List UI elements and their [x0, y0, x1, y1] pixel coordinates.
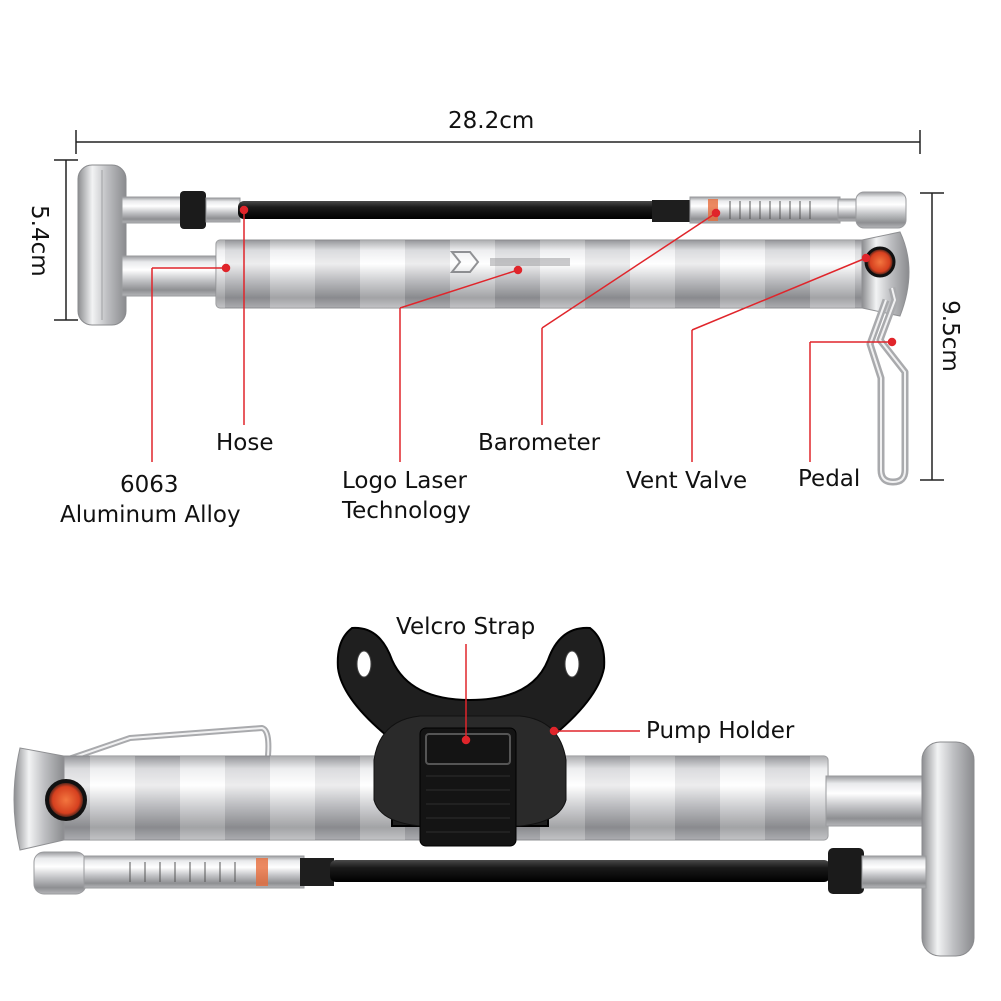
label-pedal: Pedal — [798, 466, 861, 492]
vent-valve-knob — [864, 246, 896, 278]
barometer-gauge-bottom — [83, 855, 305, 889]
dimension-5-4-line — [54, 159, 78, 321]
label-velcro-strap: Velcro Strap — [396, 614, 536, 640]
hose — [238, 201, 658, 219]
pedal — [866, 287, 909, 486]
laser-logo — [449, 251, 570, 273]
label-hose: Hose — [216, 430, 274, 456]
bottom-pump — [13, 626, 975, 957]
handle-cap-bottom — [921, 741, 975, 957]
label-alloy-line1: 6063 — [120, 472, 179, 498]
vent-valve-knob-bottom — [45, 779, 87, 821]
dimension-28-line — [75, 130, 921, 154]
label-pump-holder: Pump Holder — [646, 718, 795, 744]
dimension-length: 28.2cm — [448, 108, 535, 134]
callout-lines-bottom — [461, 644, 640, 745]
label-vent-valve: Vent Valve — [626, 468, 748, 494]
label-logo-line1: Logo Laser — [342, 468, 467, 494]
dimension-height-left: 5.4cm — [26, 205, 52, 277]
label-barometer: Barometer — [478, 430, 601, 456]
callout-lines-top — [151, 205, 897, 462]
velcro-strap — [419, 727, 517, 847]
dimension-9-5-line — [920, 192, 944, 481]
top-pump — [77, 164, 910, 486]
label-logo-line2: Technology — [342, 498, 471, 524]
dimension-height-right: 9.5cm — [937, 300, 963, 372]
label-alloy-line2: Aluminum Alloy — [60, 502, 241, 528]
hose-bottom — [330, 860, 830, 882]
